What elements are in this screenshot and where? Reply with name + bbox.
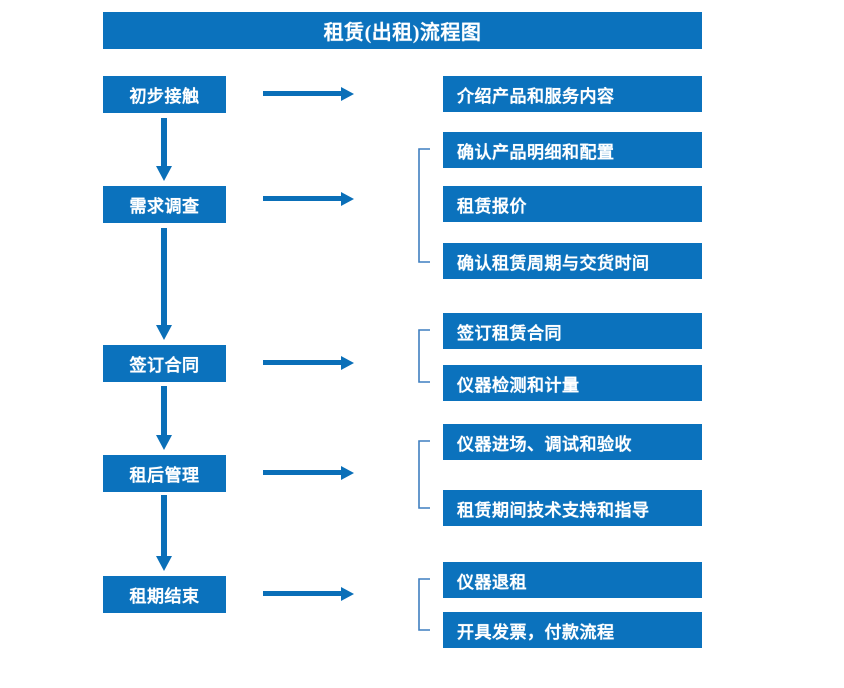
detail-label-g2-1: 确认产品明细和配置 bbox=[457, 142, 615, 162]
detail-box-g5-2[interactable]: 开具发票，付款流程 bbox=[443, 612, 702, 648]
stage-label-2: 需求调查 bbox=[129, 197, 200, 216]
detail-label-g3-2: 仪器检测和计量 bbox=[457, 375, 580, 395]
detail-box-g3-1[interactable]: 签订租赁合同 bbox=[443, 313, 702, 349]
stage-label-4: 租后管理 bbox=[129, 466, 200, 485]
detail-box-g2-1[interactable]: 确认产品明细和配置 bbox=[443, 132, 702, 168]
stage-box-5[interactable]: 租期结束 bbox=[103, 576, 226, 613]
stage-box-3[interactable]: 签订合同 bbox=[103, 345, 226, 382]
arrow-down-icon-4 bbox=[155, 495, 173, 572]
stage-box-1[interactable]: 初步接触 bbox=[103, 76, 226, 113]
detail-box-g3-2[interactable]: 仪器检测和计量 bbox=[443, 365, 702, 401]
detail-box-g2-2[interactable]: 租赁报价 bbox=[443, 186, 702, 222]
arrow-right-icon-2 bbox=[263, 192, 355, 206]
bracket-icon-g5 bbox=[417, 578, 431, 631]
bracket-icon-g3 bbox=[417, 329, 431, 383]
arrow-right-icon-3 bbox=[263, 356, 355, 370]
detail-label-g1-1: 介绍产品和服务内容 bbox=[457, 86, 615, 106]
detail-label-g5-2: 开具发票，付款流程 bbox=[457, 622, 615, 642]
detail-label-g2-2: 租赁报价 bbox=[457, 196, 527, 216]
chart-title-text: 租赁(出租)流程图 bbox=[323, 22, 482, 44]
chart-title-banner: 租赁(出租)流程图 bbox=[103, 12, 702, 49]
detail-label-g4-1: 仪器进场、调试和验收 bbox=[457, 434, 632, 454]
stage-label-5: 租期结束 bbox=[129, 587, 200, 606]
stage-label-1: 初步接触 bbox=[129, 87, 200, 106]
arrow-down-icon-2 bbox=[155, 228, 173, 341]
detail-label-g3-1: 签订租赁合同 bbox=[457, 323, 562, 343]
detail-label-g2-3: 确认租赁周期与交货时间 bbox=[457, 253, 650, 273]
arrow-down-icon-1 bbox=[155, 118, 173, 182]
bracket-icon-g4 bbox=[417, 440, 431, 509]
stage-box-2[interactable]: 需求调查 bbox=[103, 186, 226, 223]
arrow-right-icon-1 bbox=[263, 87, 355, 101]
stage-box-4[interactable]: 租后管理 bbox=[103, 455, 226, 492]
detail-box-g1-1[interactable]: 介绍产品和服务内容 bbox=[443, 76, 702, 112]
detail-box-g2-3[interactable]: 确认租赁周期与交货时间 bbox=[443, 243, 702, 279]
detail-label-g4-2: 租赁期间技术支持和指导 bbox=[457, 500, 650, 520]
detail-box-g4-2[interactable]: 租赁期间技术支持和指导 bbox=[443, 490, 702, 526]
arrow-right-icon-5 bbox=[263, 587, 355, 601]
bracket-icon-g2 bbox=[417, 148, 431, 263]
arrow-right-icon-4 bbox=[263, 466, 355, 480]
stage-label-3: 签订合同 bbox=[129, 356, 200, 375]
arrow-down-icon-3 bbox=[155, 386, 173, 451]
detail-box-g5-1[interactable]: 仪器退租 bbox=[443, 562, 702, 598]
detail-box-g4-1[interactable]: 仪器进场、调试和验收 bbox=[443, 424, 702, 460]
detail-label-g5-1: 仪器退租 bbox=[457, 572, 527, 592]
